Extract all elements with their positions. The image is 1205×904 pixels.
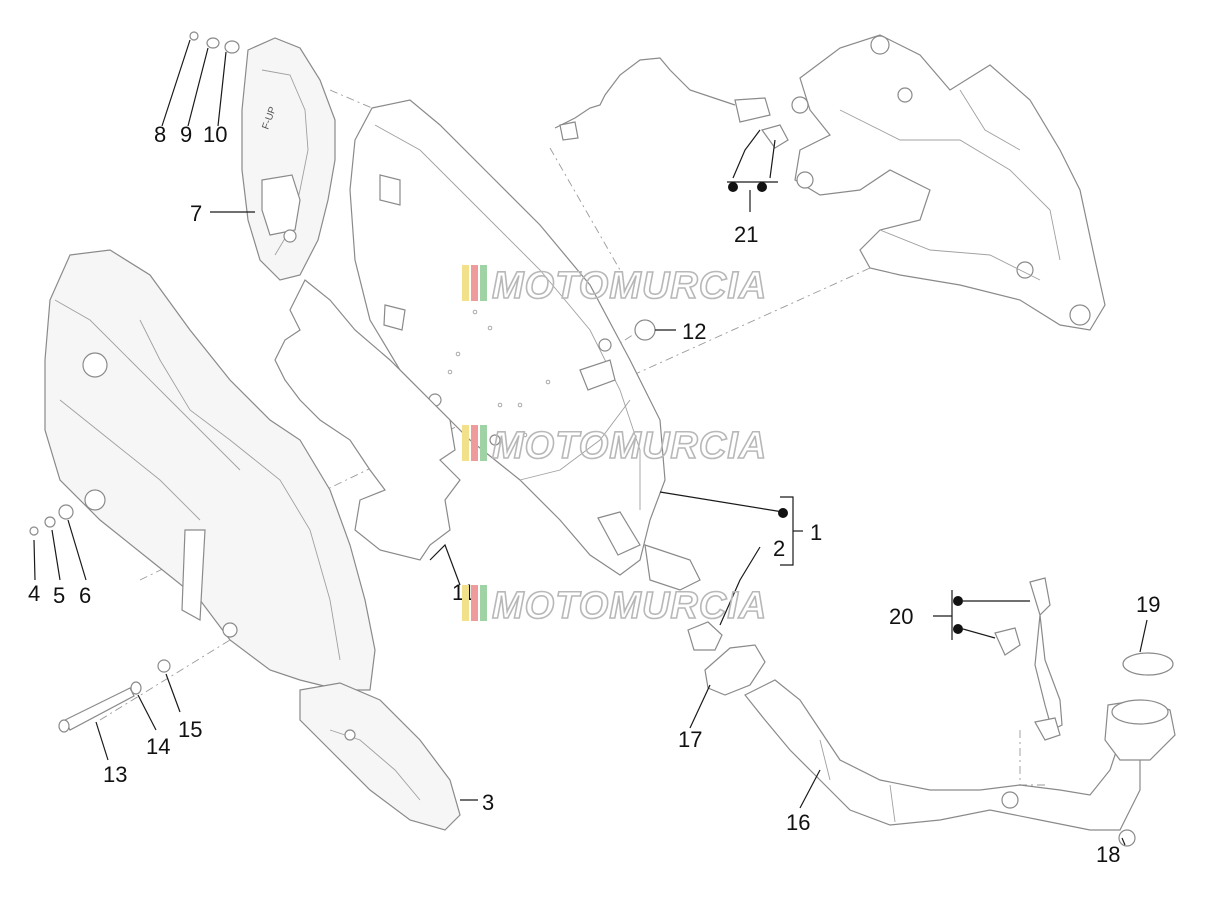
- leader-lines: [33, 39, 1148, 846]
- callout-2: 2: [773, 536, 785, 561]
- side-fastener-set: [29, 504, 74, 536]
- callout-4: 4: [28, 581, 40, 606]
- callout-13: 13: [103, 762, 127, 787]
- exhaust-header-pipe: [744, 652, 1176, 831]
- mounting-holes: [447, 309, 551, 438]
- top-fastener-set: [189, 31, 240, 54]
- callout-16: 16: [786, 810, 810, 835]
- watermark-2: MOTOMURCIA: [462, 424, 767, 468]
- callout-15: 15: [178, 717, 202, 742]
- callout-8: 8: [154, 122, 166, 147]
- callout-3: 3: [482, 790, 494, 815]
- callout-19: 19: [1136, 592, 1160, 617]
- watermark-1: MOTOMURCIA: [462, 264, 767, 308]
- exhaust-clamp: [687, 621, 766, 696]
- callout-10: 10: [203, 122, 227, 147]
- callout-12: 12: [682, 319, 706, 344]
- callout-6: 6: [79, 583, 91, 608]
- callout-14: 14: [146, 734, 170, 759]
- callout-7: 7: [190, 201, 202, 226]
- gasket-sheet: [274, 279, 461, 561]
- nut-12: [634, 319, 656, 341]
- callout-5: 5: [53, 583, 65, 608]
- small-heat-shield: F-UP: [241, 37, 336, 281]
- lambda-sensor-harness-top: [554, 57, 789, 149]
- callout-labels: 1 2 3 4 5 6 7 8 9 10 11 12 13 14 15 16 1…: [28, 122, 1160, 867]
- callout-17: 17: [678, 727, 702, 752]
- silencer-inner-body: [349, 99, 701, 591]
- lambda-sensor-lower: [994, 577, 1063, 741]
- callout-9: 9: [180, 122, 192, 147]
- engine-frame-bracket: [791, 34, 1106, 331]
- silencer-outer-cover: [44, 249, 376, 691]
- watermark-text: MOTOMURCIA: [492, 585, 767, 627]
- callout-18: 18: [1096, 842, 1120, 867]
- watermark-text: MOTOMURCIA: [492, 265, 767, 307]
- watermark-text: MOTOMURCIA: [492, 425, 767, 467]
- callout-20: 20: [889, 604, 913, 629]
- callout-1: 1: [810, 520, 822, 545]
- nut-18: [1118, 829, 1136, 847]
- callout-21: 21: [734, 222, 758, 247]
- watermark-3: MOTOMURCIA: [462, 584, 767, 628]
- silencer-end-guard: [299, 682, 461, 831]
- long-bolt-set: [58, 659, 171, 733]
